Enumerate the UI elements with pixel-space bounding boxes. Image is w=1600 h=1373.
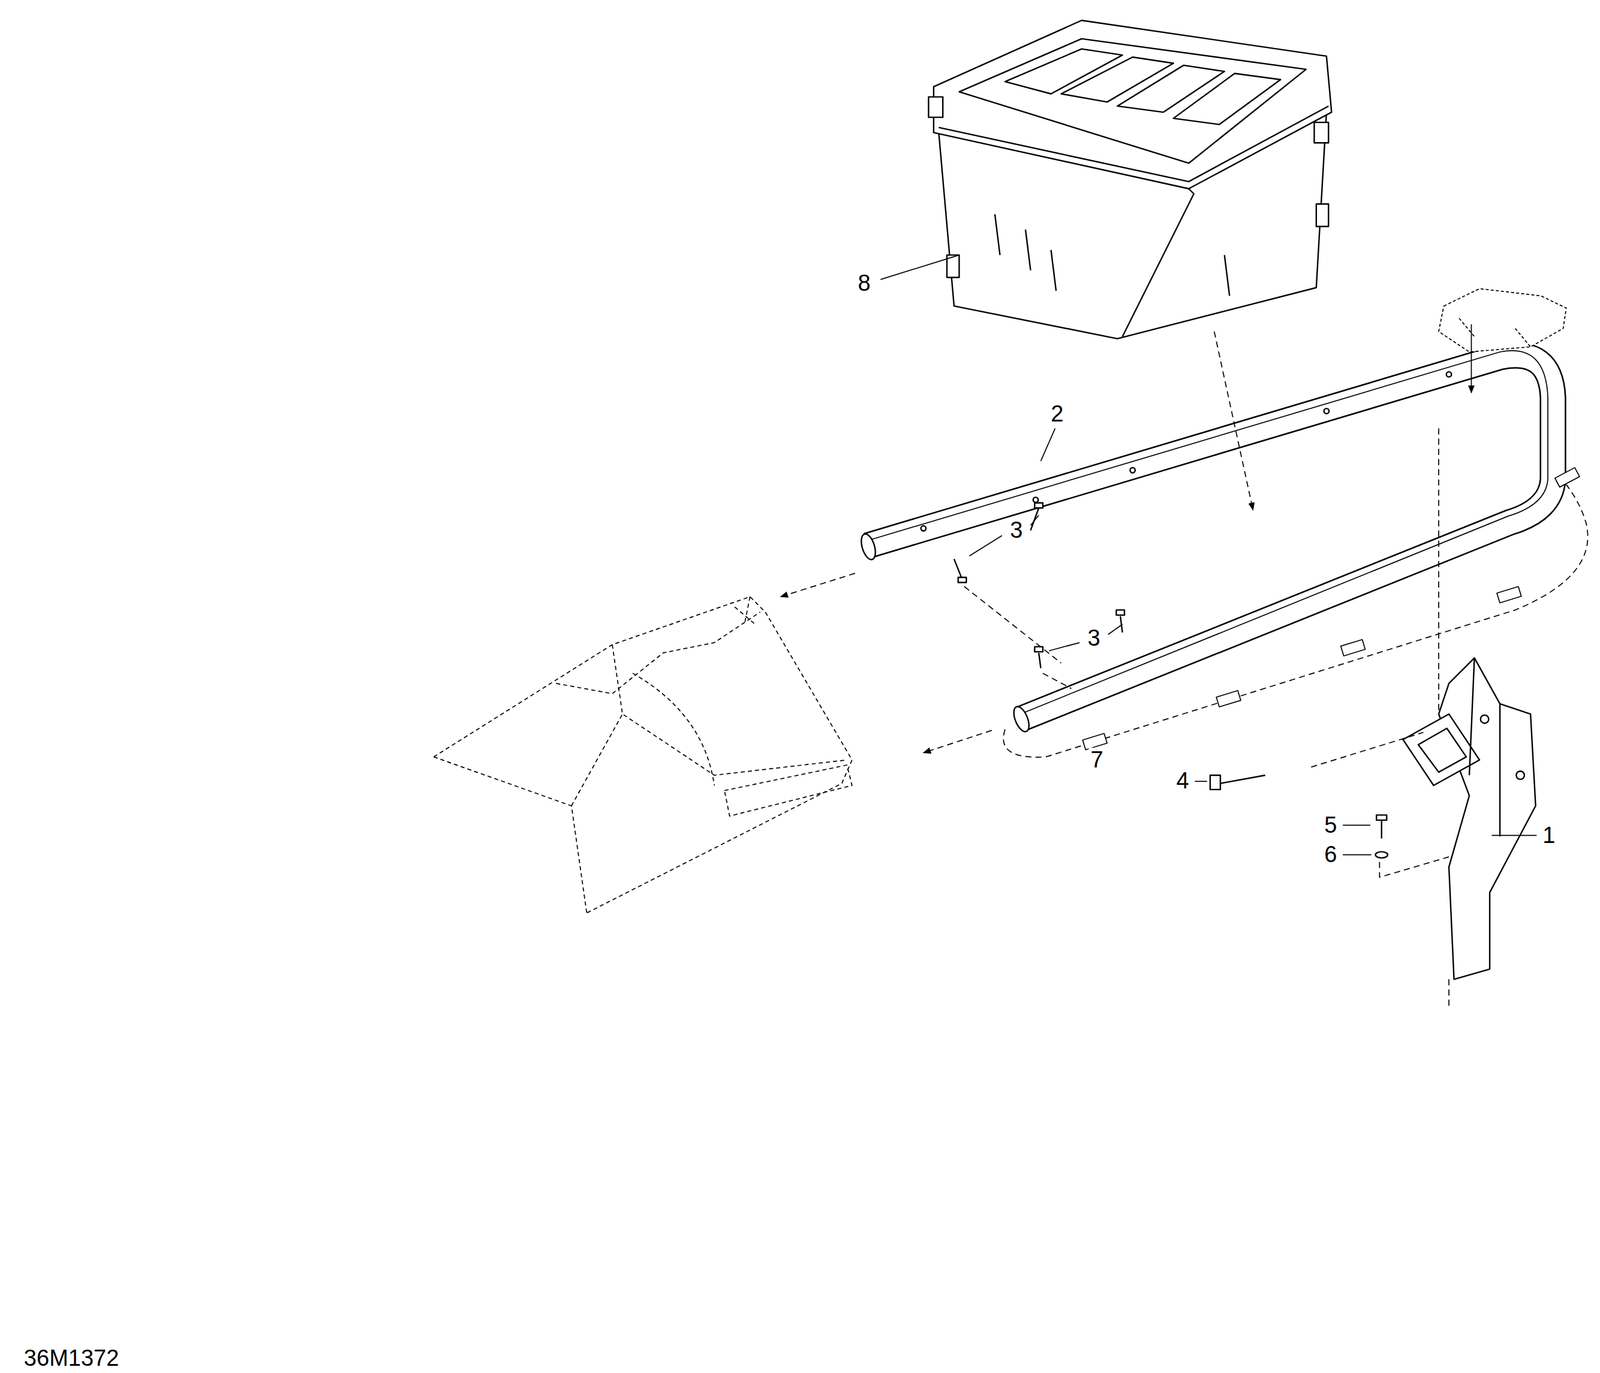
figure-code: 36M1372: [22, 1346, 121, 1373]
screws: [954, 503, 1125, 669]
callout-number: 5: [1322, 813, 1339, 839]
assembly-lines: [780, 324, 1472, 1010]
rail-bracket: [1402, 657, 1536, 980]
callout-number: 3: [1085, 626, 1102, 652]
callout-number: 4: [1174, 768, 1191, 795]
storage-box: [928, 20, 1332, 339]
leader-lines: [880, 254, 1537, 855]
tunnel-outline: [433, 596, 853, 913]
callout-number: 7: [1089, 747, 1106, 774]
callout-number: 8: [856, 271, 873, 297]
mount-block: [1438, 288, 1567, 352]
callout-number: 1: [1540, 823, 1557, 849]
spacers: [1003, 467, 1588, 758]
rack-rail: [858, 350, 1554, 735]
callout-number: 6: [1322, 842, 1339, 868]
fasteners: [1210, 775, 1388, 859]
callout-number: 3: [1008, 518, 1025, 544]
callout-number: 2: [1048, 401, 1066, 427]
